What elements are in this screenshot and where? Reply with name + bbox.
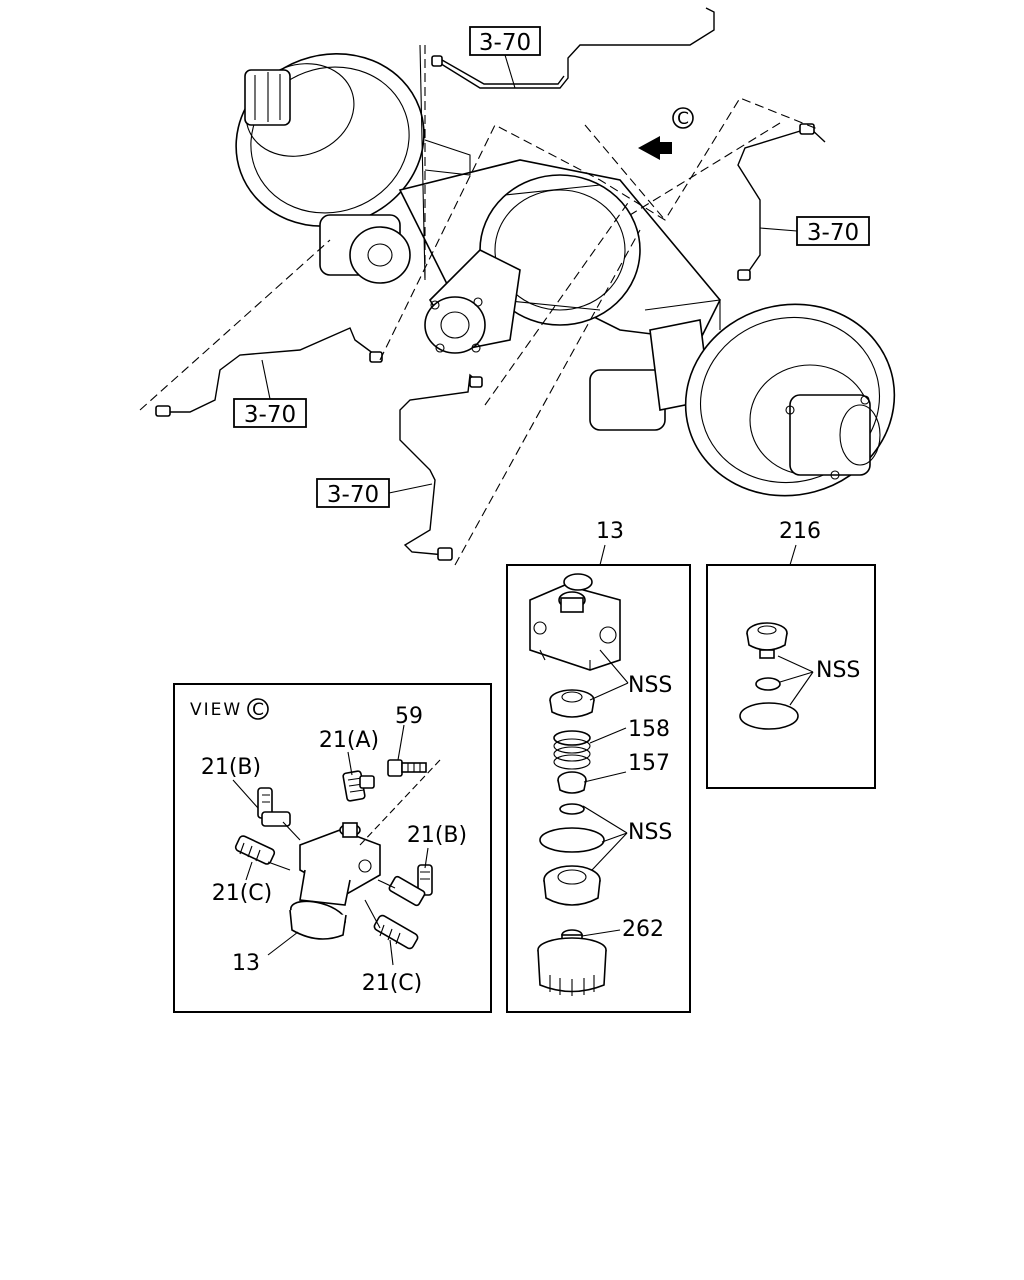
leader-lines [139, 45, 821, 566]
box-view-c: VIEW C [173, 683, 492, 1013]
callout-13-top: 13 [596, 519, 624, 544]
right-brake-drum [684, 303, 896, 497]
fitting-21b-left [257, 787, 291, 827]
callout-13-view: 13 [232, 951, 260, 976]
valve-part-157 [557, 771, 587, 794]
bolt-59 [387, 759, 427, 777]
view-relay-valve [289, 822, 381, 940]
callout-157: 157 [628, 751, 670, 776]
air-pipe-bottom [399, 373, 479, 556]
piston-part [549, 689, 595, 718]
kit-large-o-ring [739, 702, 799, 730]
spring-part-158 [553, 730, 591, 770]
air-pipe-top [437, 7, 715, 89]
callout-21c-bottom: 21(C) [362, 971, 423, 996]
view-label-circle-icon [247, 698, 269, 720]
kit-piston-part [746, 622, 788, 659]
exhaust-cover-262 [537, 929, 607, 996]
fitting-21b-right [388, 864, 433, 907]
reference-3-70-right[interactable]: 3-70 [759, 216, 870, 246]
box-13-exploded-relay-valve: 13 [506, 519, 691, 1013]
relay-valve-body [529, 573, 621, 671]
callout-nss-1: NSS [628, 673, 672, 698]
reference-3-70-top[interactable]: 3-70 [469, 26, 541, 89]
callout-21b-left: 21(B) [201, 755, 261, 780]
view-arrow-icon [638, 136, 672, 160]
differential-carrier [424, 249, 521, 354]
callout-21a: 21(A) [319, 728, 379, 753]
callout-21b-right: 21(B) [407, 823, 467, 848]
callout-nss-2: NSS [628, 820, 672, 845]
inlet-valve-part [543, 865, 601, 906]
svg-text:3-70: 3-70 [479, 30, 531, 56]
callout-59: 59 [395, 704, 423, 729]
svg-text:3-70: 3-70 [807, 220, 859, 246]
small-o-ring [559, 803, 585, 815]
svg-text:3-70: 3-70 [244, 402, 296, 428]
callout-216: 216 [779, 519, 821, 544]
callout-158: 158 [628, 717, 670, 742]
left-brake-drum [235, 52, 425, 228]
svg-text:3-70: 3-70 [327, 482, 379, 508]
callout-nss-216: NSS [816, 658, 860, 683]
view-label-circle-letter: C [252, 700, 264, 720]
callout-262: 262 [622, 917, 664, 942]
large-o-ring [539, 827, 605, 853]
fitting-21c-bottom [373, 914, 419, 950]
reference-3-70-left[interactable]: 3-70 [233, 359, 307, 428]
rear-axle-assembly [235, 44, 896, 497]
kit-small-o-ring [755, 677, 781, 691]
fitting-21a [342, 770, 375, 802]
view-marker-circle [672, 107, 694, 129]
air-pipe-lower-left [162, 327, 379, 413]
view-c-indicator: C [638, 107, 694, 160]
box-216-repair-kit: 216 NSS [706, 519, 876, 789]
view-label: VIEW [190, 700, 242, 720]
reference-3-70-bottom[interactable]: 3-70 [316, 478, 433, 508]
air-pipe-right [737, 127, 826, 279]
left-brake-chamber [319, 214, 411, 284]
view-marker-letter: C [677, 109, 689, 129]
air-pipes [155, 7, 826, 561]
fitting-21c-left [234, 835, 276, 865]
callout-21c-left: 21(C) [212, 881, 273, 906]
